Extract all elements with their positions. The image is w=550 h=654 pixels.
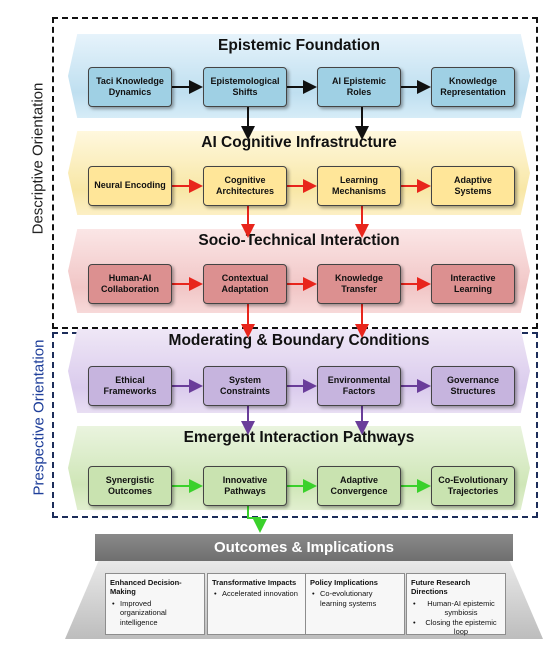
node-interactive-learning: Interactive Learning	[431, 264, 515, 304]
node-ai-epistemic-roles: AI Epistemic Roles	[317, 67, 401, 107]
node-learning-mechanisms: Learning Mechanisms	[317, 166, 401, 206]
node-innovative-pathways: Innovative Pathways	[203, 466, 287, 506]
outcome-card-transformative-impacts: Transformative Impacts Accelerated innov…	[207, 573, 307, 635]
layer-title: Epistemic Foundation	[218, 37, 380, 54]
node-synergistic-outcomes: Synergistic Outcomes	[88, 466, 172, 506]
descriptive-orientation-frame	[52, 17, 538, 329]
prescriptive-orientation-label: Prespective Orientation	[30, 339, 48, 496]
node-neural-encoding: Neural Encoding	[88, 166, 172, 206]
outcomes-title: Outcomes & Implications	[95, 534, 513, 561]
outcome-card-decision-making: Enhanced Decision-Making Improved organi…	[105, 573, 205, 635]
outcome-card-heading: Transformative Impacts	[212, 578, 297, 587]
outcome-bullet: Accelerated innovation	[212, 589, 302, 599]
outcome-card-heading: Future Research Directions	[411, 578, 471, 597]
outcome-bullet: Human-AI epistemic symbiosis	[411, 599, 501, 618]
node-human-ai-collaboration: Human-AI Collaboration	[88, 264, 172, 304]
node-system-constraints: System Constraints	[203, 366, 287, 406]
outcome-bullet: Improved organizational intelligence	[110, 599, 200, 627]
layer-title: AI Cognitive Infrastructure	[201, 134, 397, 151]
node-ethical-frameworks: Ethical Frameworks	[88, 366, 172, 406]
descriptive-orientation-label: Descriptive Orientation	[29, 82, 47, 235]
node-environmental-factors: Environmental Factors	[317, 366, 401, 406]
layer-title: Moderating & Boundary Conditions	[168, 332, 430, 349]
node-knowledge-representation: Knowledge Representation	[431, 67, 515, 107]
node-epistemological-shifts: Epistemological Shifts	[203, 67, 287, 107]
outcome-card-future-research: Future Research Directions Human-AI epis…	[406, 573, 506, 637]
outcome-card-heading: Enhanced Decision-Making	[110, 578, 182, 597]
outcome-card-heading: Policy Implications	[310, 578, 378, 587]
outcome-bullet: Closing the epistemic loop	[411, 618, 501, 637]
node-taci-knowledge-dynamics: Taci Knowledge Dynamics	[88, 67, 172, 107]
node-knowledge-transfer: Knowledge Transfer	[317, 264, 401, 304]
outcome-card-policy-implications: Policy Implications Co-evolutionary lear…	[305, 573, 405, 635]
node-adaptive-convergence: Adaptive Convergence	[317, 466, 401, 506]
node-contextual-adaptation: Contextual Adaptation	[203, 264, 287, 304]
node-co-evolutionary-trajectories: Co-Evolutionary Trajectories	[431, 466, 515, 506]
outcome-bullet: Co-evolutionary learning systems	[310, 589, 400, 608]
node-cognitive-architectures: Cognitive Architectures	[203, 166, 287, 206]
layer-title: Socio-Technical Interaction	[198, 232, 400, 249]
layer-title: Emergent Interaction Pathways	[183, 429, 415, 446]
node-adaptive-systems: Adaptive Systems	[431, 166, 515, 206]
node-governance-structures: Governance Structures	[431, 366, 515, 406]
